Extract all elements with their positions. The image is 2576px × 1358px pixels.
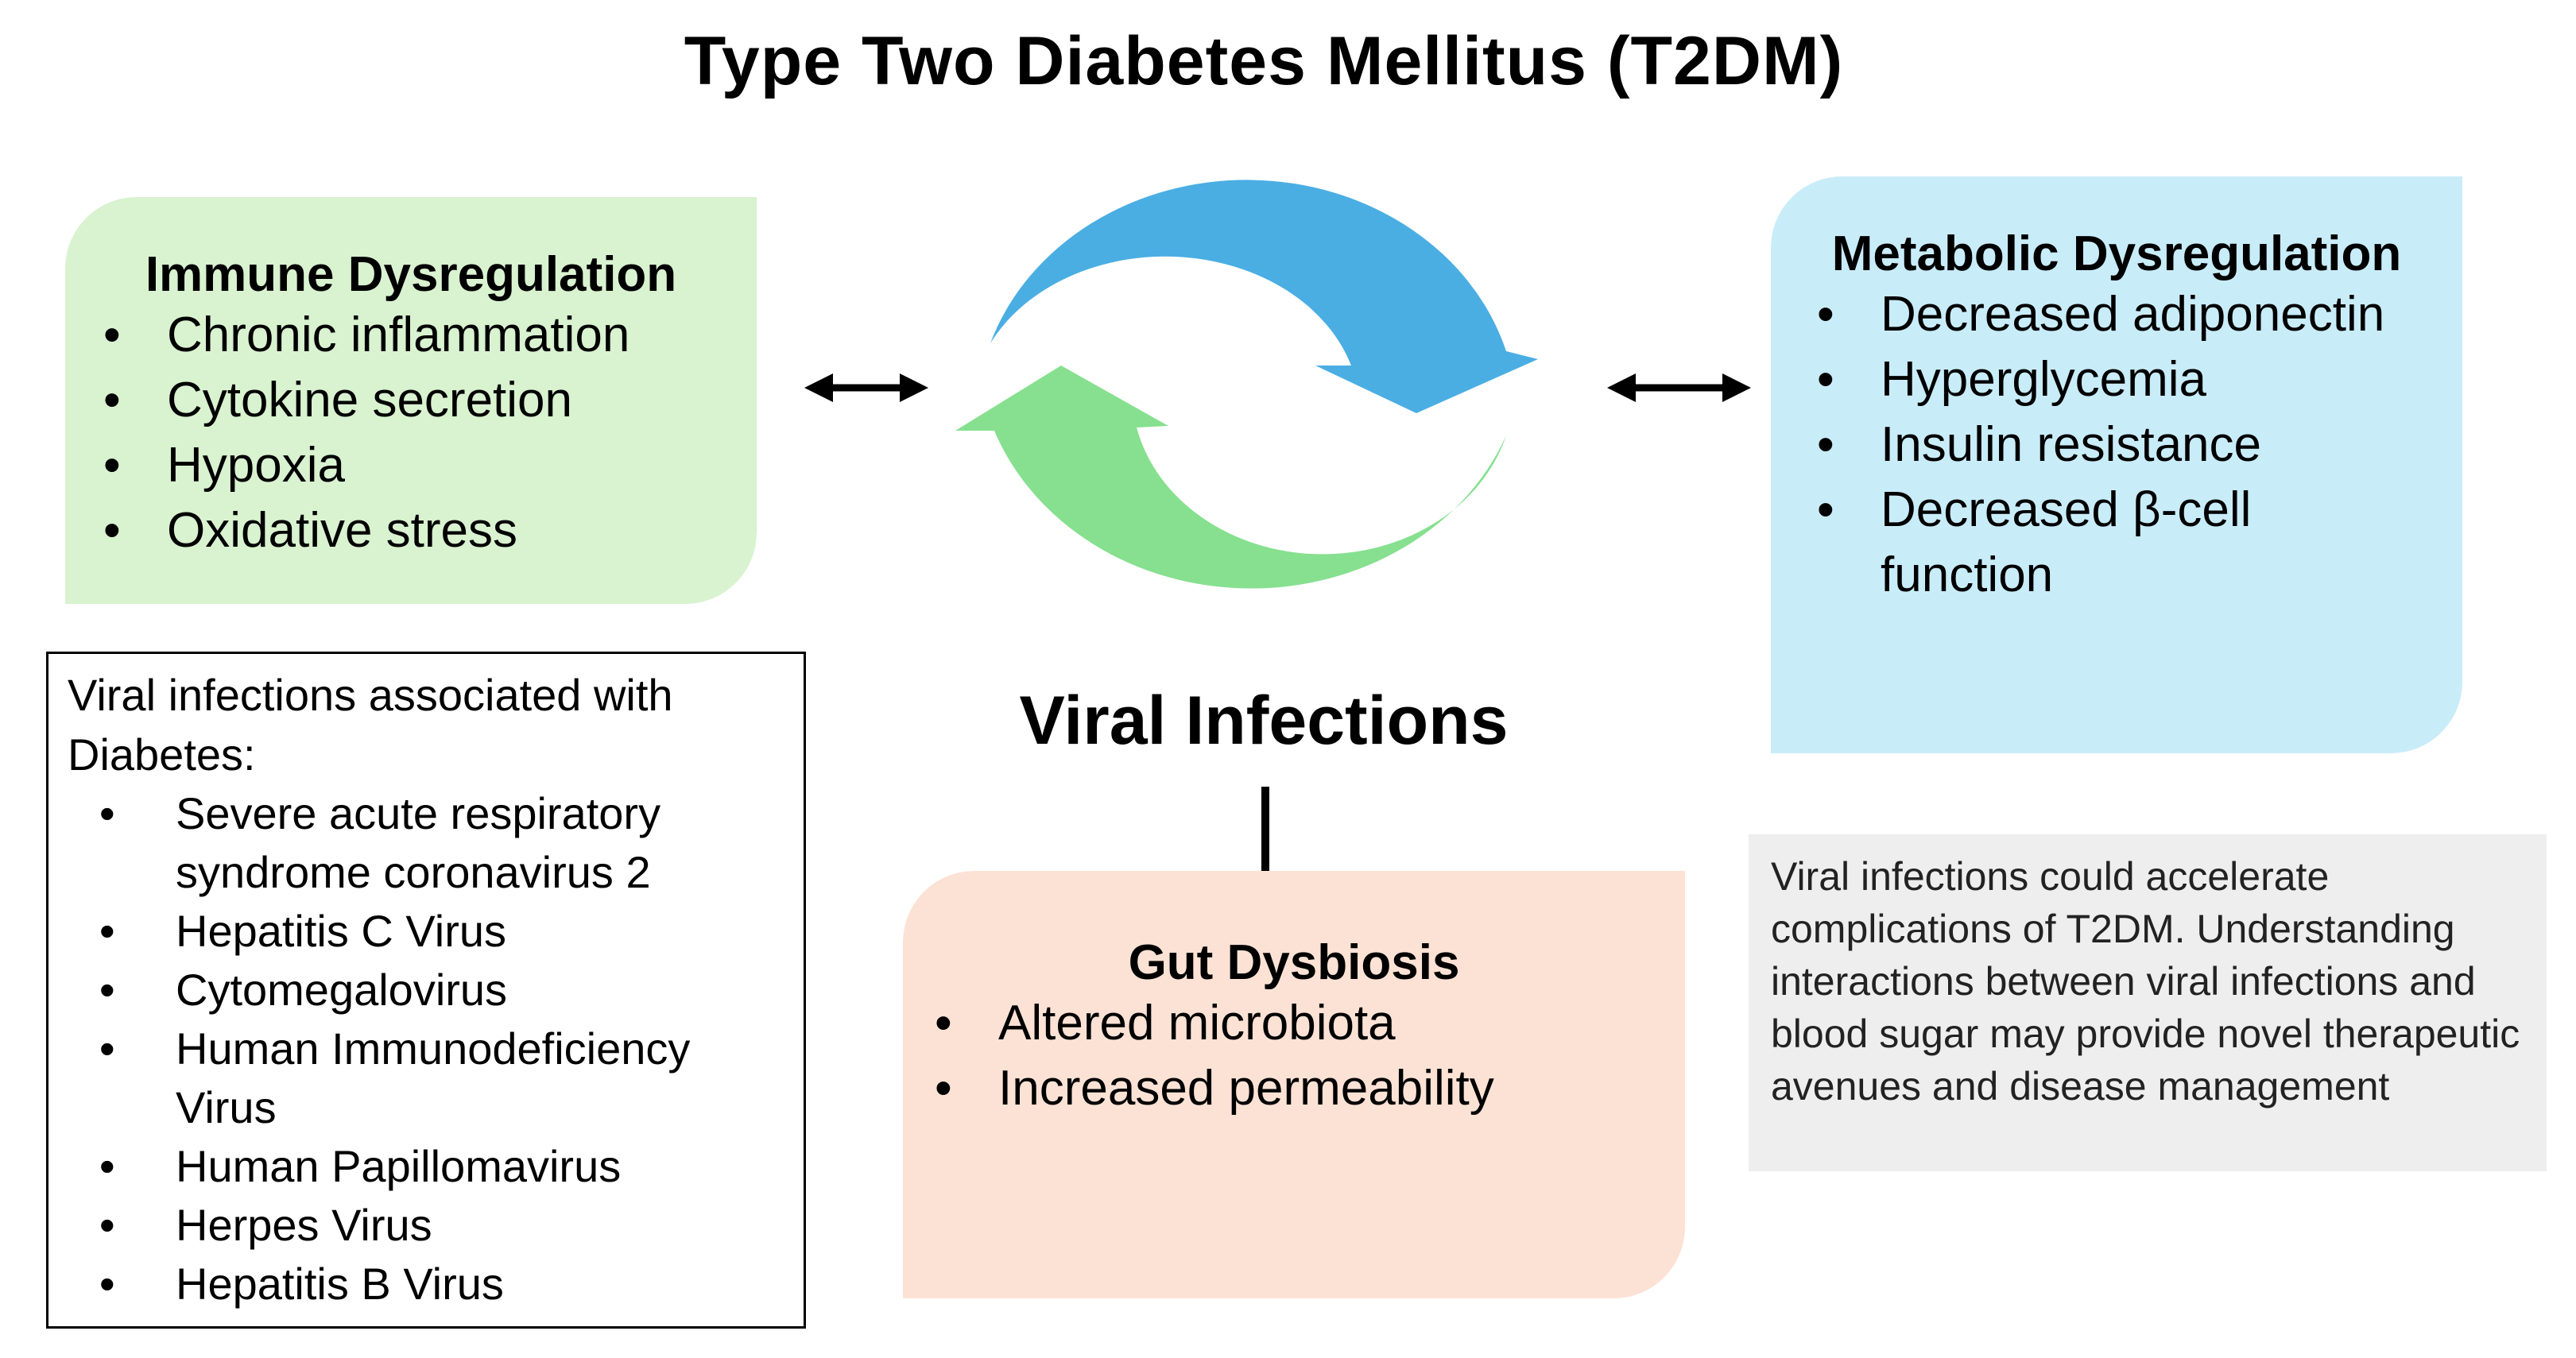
list-item: Hepatitis B Virus [68,1255,804,1314]
list-item: Altered microbiota [903,991,1685,1056]
immune-list: Chronic inflammation Cytokine secretion … [65,303,757,563]
list-item: Decreased β-cell function [1771,478,2326,608]
metabolic-list: Decreased adiponectin Hyperglycemia Insu… [1771,282,2462,608]
virus-list: Severe acute respiratory syndrome corona… [68,784,804,1314]
list-item: Chronic inflammation [65,303,757,368]
list-item: Cytomegalovirus [68,961,804,1019]
viral-infections-label: Viral Infections [1019,683,1509,759]
gut-heading: Gut Dysbiosis [1128,935,1460,990]
list-item: Hyperglycemia [1771,347,2462,412]
gut-dysbiosis-panel: Gut Dysbiosis Altered microbiota Increas… [903,871,1685,1298]
list-item: Human Immunodeficiency Virus [68,1019,732,1137]
list-item: Decreased adiponectin [1771,282,2462,347]
list-item: Oxidative stress [65,498,757,563]
list-item: Hypoxia [65,433,757,498]
list-item: Human Papillomavirus [68,1137,804,1196]
gut-list: Altered microbiota Increased permeabilit… [903,991,1685,1121]
list-item: Herpes Virus [68,1196,804,1255]
immune-dysregulation-panel: Immune Dysregulation Chronic inflammatio… [65,197,757,604]
list-item: Severe acute respiratory syndrome corona… [68,784,732,902]
page-title: Type Two Diabetes Mellitus (T2DM) [684,23,1844,99]
virus-list-heading: Viral infections associated with Diabete… [68,670,673,780]
metabolic-heading: Metabolic Dysregulation [1831,226,2402,281]
list-item: Increased permeability [903,1056,1685,1121]
list-item: Hepatitis C Virus [68,902,804,961]
cycle-arrows-icon [955,180,1538,589]
list-item: Insulin resistance [1771,412,2462,478]
virus-list-box: Viral infections associated with Diabete… [46,652,806,1329]
summary-note: Viral infections could accelerate compli… [1749,834,2547,1171]
list-item: Cytokine secretion [65,368,757,433]
immune-heading: Immune Dysregulation [145,247,677,302]
green-cycle-arrow [955,366,1506,589]
blue-cycle-arrow [990,180,1538,414]
metabolic-dysregulation-panel: Metabolic Dysregulation Decreased adipon… [1771,176,2462,753]
